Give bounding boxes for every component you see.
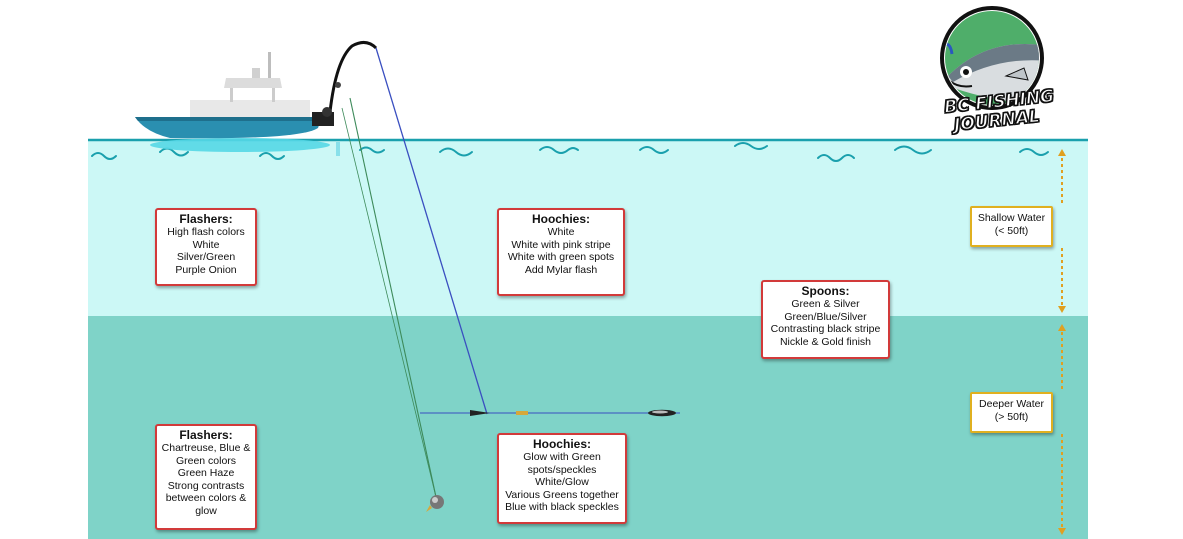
box-title: Hoochies:: [531, 212, 590, 226]
box-line: Add Mylar flash: [524, 263, 598, 276]
shallow-water-depth: (< 50ft): [994, 225, 1029, 237]
salmon-fly-icon: [940, 6, 1044, 110]
box-line: Strong contrasts: [167, 479, 245, 492]
depth-arrowheads: [1058, 149, 1066, 535]
box-line: Various Greens together: [505, 488, 619, 501]
box-line: High flash colors: [167, 226, 245, 238]
shallow-water-label: Shallow Water (< 50ft): [970, 206, 1053, 247]
box-line: Blue with black speckles: [505, 501, 619, 514]
box-line: White: [192, 238, 220, 251]
surface-waves: [91, 142, 1049, 162]
box-line: spots/speckles: [527, 463, 597, 476]
shallow-flashers-box: Flashers: High flash colors White Silver…: [155, 208, 257, 286]
deep-flashers-box: Flashers: Chartreuse, Blue & Green color…: [155, 424, 257, 530]
box-title: Hoochies:: [532, 437, 591, 451]
box-title: Spoons:: [801, 284, 850, 298]
box-title: Flashers:: [179, 428, 233, 442]
box-line: Nickle & Gold finish: [779, 335, 872, 348]
deeper-water-label: Deeper Water (> 50ft): [970, 392, 1053, 433]
box-line: Green colors: [175, 454, 237, 467]
box-title: Flashers:: [179, 212, 233, 226]
box-line: between colors &: [165, 492, 247, 505]
box-line: White: [547, 226, 575, 238]
flasher-and-lure: [470, 409, 676, 417]
deeper-water-depth: (> 50ft): [994, 411, 1029, 423]
shallow-hoochies-box: Hoochies: White White with pink stripe W…: [497, 208, 625, 296]
box-line: glow: [195, 504, 217, 517]
box-line: Purple Onion: [175, 263, 237, 276]
box-line: Green Haze: [177, 467, 235, 480]
boat: [135, 52, 340, 156]
fishing-lines: [341, 47, 680, 498]
fishing-rod: [322, 41, 378, 117]
box-line: White with pink stripe: [511, 238, 611, 251]
deeper-water-title: Deeper Water: [979, 398, 1044, 410]
box-line: White/Glow: [535, 476, 589, 489]
box-line: Chartreuse, Blue &: [161, 442, 251, 454]
box-line: White with green spots: [507, 251, 615, 264]
box-line: Glow with Green: [523, 451, 601, 463]
box-line: Green/Blue/Silver: [784, 310, 867, 323]
box-line: Green & Silver: [791, 298, 860, 310]
box-line: Silver/Green: [176, 251, 236, 264]
logo: BC FISHING JOURNAL: [928, 6, 1056, 136]
downrigger-ball: [426, 495, 444, 512]
shallow-water-title: Shallow Water: [977, 212, 1046, 224]
deep-hoochies-box: Hoochies: Glow with Green spots/speckles…: [497, 433, 627, 524]
spoons-box: Spoons: Green & Silver Green/Blue/Silver…: [761, 280, 890, 359]
box-line: Contrasting black stripe: [770, 323, 881, 336]
